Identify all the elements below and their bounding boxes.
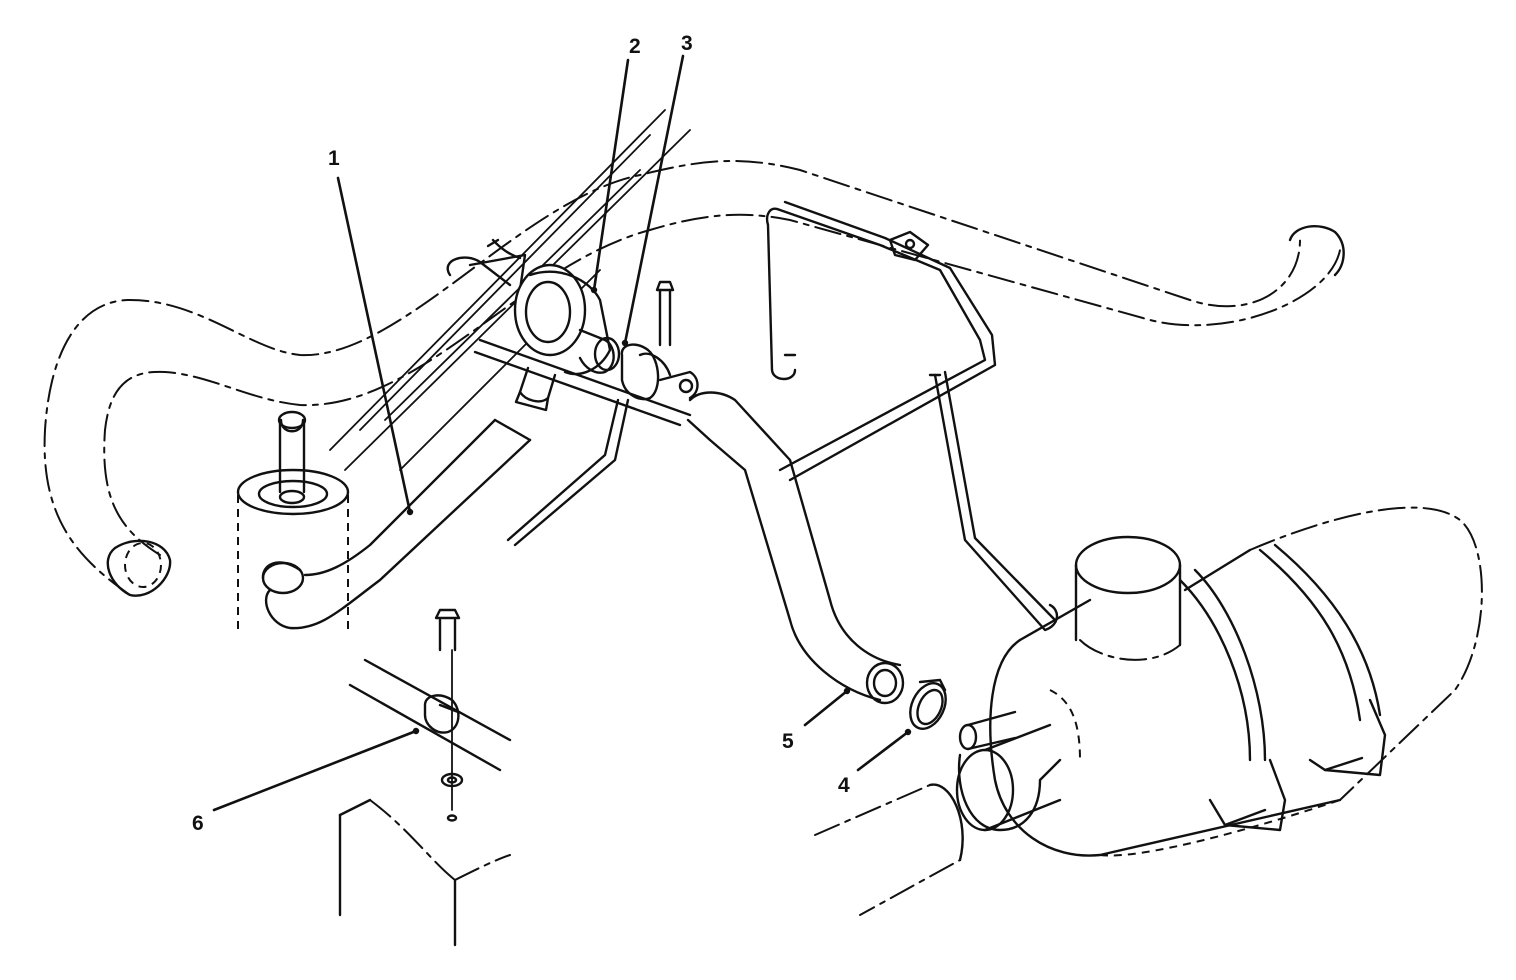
callout-3: 3 [681, 32, 693, 55]
leader-6 [212, 729, 418, 812]
coolant-valve-assembly [513, 263, 621, 412]
radiator-filler-neck [236, 410, 350, 630]
hose-clamp-lower [909, 678, 947, 730]
support-bracket-rods [766, 200, 1059, 632]
leader-4 [856, 730, 910, 772]
leader-1 [336, 176, 412, 514]
leader-3 [623, 54, 685, 345]
bracket-rod [473, 338, 692, 547]
leader-lines [212, 54, 912, 812]
callout-2: 2 [629, 35, 641, 58]
lower-hose [686, 391, 905, 705]
vent-tube-upper [446, 238, 527, 292]
upper-radiator-hose-phantom [43, 159, 1345, 597]
overflow-hose [261, 418, 532, 630]
leader-5 [803, 689, 849, 727]
hose-clamp-upper [620, 280, 699, 401]
callout-1: 1 [328, 147, 340, 170]
air-cleaner-assembly [955, 506, 1483, 857]
intake-duct-phantom [814, 783, 964, 916]
callout-6: 6 [192, 812, 204, 835]
callout-5: 5 [782, 730, 794, 753]
callout-4: 4 [838, 774, 850, 797]
mounting-clamp-assembly [338, 608, 512, 947]
leader-2 [592, 58, 630, 292]
callout-labels: 1 2 3 4 5 6 [192, 32, 850, 835]
